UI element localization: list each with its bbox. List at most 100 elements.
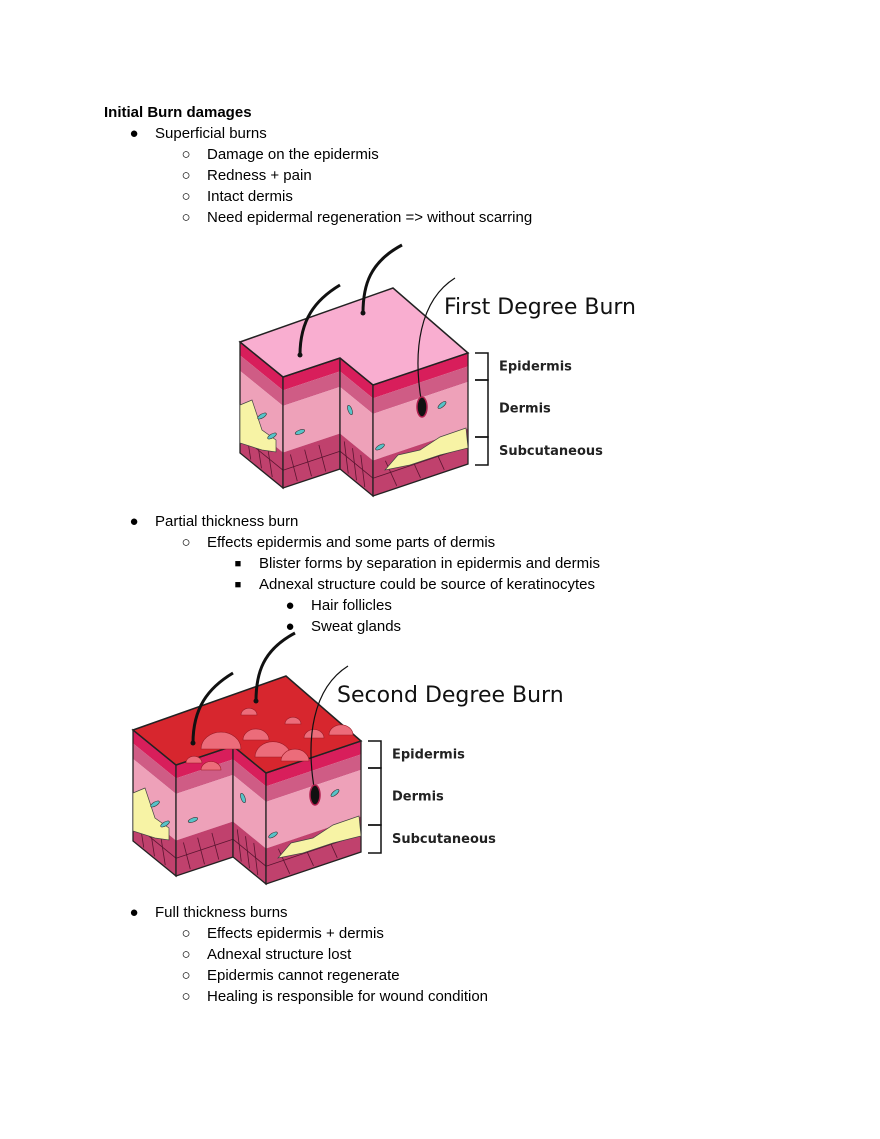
circle-bullet-icon: ○ (181, 988, 191, 1005)
skin-layer (373, 353, 468, 399)
circle-bullet-icon: ○ (181, 534, 191, 551)
hair (191, 671, 234, 744)
skin-layer (283, 358, 340, 391)
list-item: Healing is responsible for wound conditi… (207, 988, 489, 1005)
layer-label: Subcutaneous (392, 832, 496, 847)
list-item: Sweat glands (311, 618, 402, 635)
tissue-line (352, 448, 357, 481)
skin-layer (373, 366, 468, 414)
skin-layer (133, 758, 176, 841)
skin-layer (240, 342, 283, 391)
sweat-gland (330, 789, 340, 797)
hair-follicle (309, 784, 321, 806)
fat-patch (132, 787, 170, 841)
list-item: Full thickness burns (155, 904, 288, 921)
bullet-icon: ● (285, 618, 295, 635)
skin-layer (240, 370, 283, 453)
fat-patch (384, 427, 469, 471)
tissue-line (175, 838, 234, 859)
circle-bullet-icon: ○ (181, 946, 191, 963)
bullet-icon: ● (129, 125, 139, 142)
sweat-gland (257, 412, 267, 420)
list-item: Blister forms by separation in epidermis… (259, 555, 600, 572)
hair (417, 277, 456, 406)
tissue-line (245, 836, 250, 869)
layer-bracket (475, 352, 489, 381)
sweat-gland (268, 831, 278, 839)
hair-follicle (416, 396, 428, 418)
skin-layer (283, 386, 340, 453)
heading: Initial Burn damages (104, 104, 252, 121)
blister (328, 724, 354, 736)
skin-layer (233, 759, 266, 802)
layer-label: Dermis (392, 790, 444, 805)
skin-layer (340, 358, 373, 399)
sweat-gland (160, 820, 170, 828)
layer-bracket (368, 740, 382, 769)
blister (185, 755, 203, 764)
layer-bracket (475, 379, 489, 438)
fat-patch (239, 399, 277, 453)
list-item: Hair follicles (311, 597, 392, 614)
blister (240, 707, 258, 716)
circle-bullet-icon: ○ (181, 188, 191, 205)
tissue-line (232, 838, 267, 867)
square-bullet-icon: ■ (234, 558, 242, 570)
tissue-line (253, 842, 259, 876)
sweat-gland (187, 817, 199, 823)
circle-bullet-icon: ○ (181, 167, 191, 184)
tissue-line (290, 454, 298, 482)
list-item: Adnexal structure could be source of ker… (259, 576, 596, 593)
hair (254, 631, 296, 702)
sweat-gland (150, 800, 160, 808)
layer-label: Subcutaneous (499, 444, 603, 459)
blister (242, 728, 270, 741)
blister (303, 729, 325, 739)
tissue-line (277, 848, 291, 874)
figure-title: First Degree Burn (444, 295, 636, 320)
layer-bracket (475, 436, 489, 466)
bullet-icon: ● (129, 513, 139, 530)
sweat-gland (437, 401, 447, 409)
skin-layer (133, 730, 176, 779)
blister (284, 716, 302, 725)
bullet-icon: ● (129, 904, 139, 921)
sweat-gland (240, 792, 246, 804)
skin-layer (266, 754, 361, 802)
sweat-gland (294, 429, 306, 435)
list-item: Superficial burns (155, 125, 267, 142)
list-item: Intact dermis (207, 188, 293, 205)
skin-surface (238, 287, 470, 386)
skin-layer (240, 355, 283, 406)
list-item: Need epidermal regeneration => without s… (207, 209, 533, 226)
sweat-gland (347, 404, 353, 416)
skin-layer (133, 743, 176, 794)
tissue-line (318, 444, 327, 472)
sweat-gland (375, 443, 385, 451)
list-item: Redness + pain (207, 167, 312, 184)
tissue-line (183, 842, 191, 870)
layer-label: Epidermis (392, 748, 465, 763)
list-item: Damage on the epidermis (207, 146, 379, 163)
tissue-line (282, 450, 341, 471)
tissue-line (304, 449, 312, 477)
tissue-line (343, 441, 349, 474)
figure-title: Second Degree Burn (337, 683, 564, 708)
fat-patch (277, 815, 362, 859)
circle-bullet-icon: ○ (181, 925, 191, 942)
tissue-line (384, 460, 398, 486)
layer-label: Epidermis (499, 360, 572, 375)
list-item: Partial thickness burn (155, 513, 299, 530)
skin-layer (176, 746, 233, 779)
skin-layer (176, 774, 233, 841)
list-item: Effects epidermis and some parts of derm… (207, 534, 496, 551)
circle-bullet-icon: ○ (181, 209, 191, 226)
blister (280, 748, 310, 762)
bullet-icon: ● (285, 597, 295, 614)
skin-surface (131, 675, 363, 774)
layer-bracket (368, 767, 382, 826)
tissue-line (236, 829, 242, 862)
